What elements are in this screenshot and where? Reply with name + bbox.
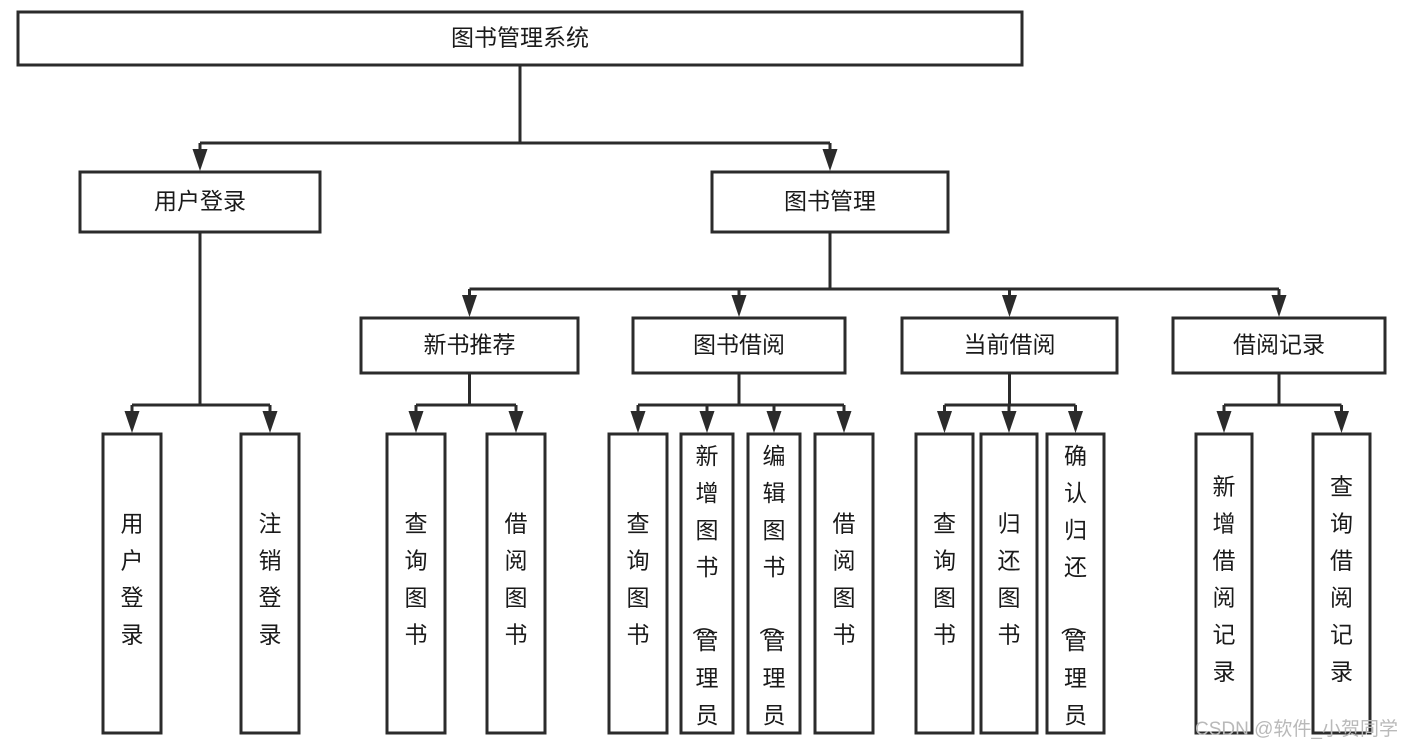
arrow-head-icon <box>766 411 782 433</box>
node-l3-user-login[interactable]: 用户登录 <box>101 432 163 735</box>
node-l1-book-mgmt[interactable]: 图书管理 <box>710 170 950 234</box>
node-label: 新书推荐 <box>424 332 516 358</box>
node-box <box>914 432 975 735</box>
connector-layer <box>124 65 1349 433</box>
arrow-head-icon <box>836 411 852 433</box>
node-label: 注销登录 <box>259 511 282 648</box>
node-box <box>385 432 447 735</box>
node-l2-borrow-record[interactable]: 借阅记录 <box>1171 316 1387 375</box>
node-root[interactable]: 图书管理系统 <box>16 10 1024 67</box>
node-box <box>679 432 735 735</box>
connector-group <box>937 373 1083 433</box>
node-label: 当前借阅 <box>964 332 1056 358</box>
arrow-head-icon <box>731 295 747 317</box>
node-l3-borrow-book-b[interactable]: 借阅图书 <box>813 432 875 735</box>
node-label: 用户登录 <box>154 188 246 214</box>
node-label: 用户登录 <box>121 511 144 648</box>
node-label: 查询图书 <box>933 511 956 648</box>
node-label: 图书借阅 <box>693 332 785 358</box>
arrow-head-icon <box>1001 411 1017 433</box>
node-label: 归还图书 <box>998 511 1021 648</box>
node-l3-borrow-book-a[interactable]: 借阅图书 <box>485 432 547 735</box>
node-l3-confirm-return[interactable]: 确认归还（管理员） <box>1045 432 1106 747</box>
node-box <box>900 316 1119 375</box>
arrow-head-icon <box>937 411 952 433</box>
node-l3-query-book-c[interactable]: 查询图书 <box>914 432 975 735</box>
node-label: 查询图书 <box>627 511 650 648</box>
node-box <box>1171 316 1387 375</box>
node-label: 查询图书 <box>405 511 428 648</box>
node-box <box>1194 432 1254 735</box>
arrow-head-icon <box>1271 295 1287 317</box>
node-box <box>359 316 580 375</box>
node-label: 借阅记录 <box>1233 332 1325 358</box>
node-box <box>746 432 802 735</box>
node-l1-user-login[interactable]: 用户登录 <box>78 170 322 234</box>
node-label: 新增借阅记录 <box>1213 474 1236 685</box>
node-box <box>78 170 322 234</box>
arrow-head-icon <box>408 411 424 433</box>
node-label: 借阅图书 <box>505 511 528 648</box>
connector-group <box>462 232 1287 317</box>
node-label: 查询借阅记录 <box>1330 474 1353 685</box>
node-label: 图书管理 <box>784 188 876 214</box>
node-box <box>1045 432 1106 735</box>
connector-group <box>192 65 838 171</box>
node-l3-query-book-a[interactable]: 查询图书 <box>385 432 447 735</box>
node-box <box>607 432 669 735</box>
node-l2-book-borrow[interactable]: 图书借阅 <box>631 316 847 375</box>
node-l3-edit-book[interactable]: 编辑图书（管理员） <box>746 432 802 747</box>
node-l2-current-borrow[interactable]: 当前借阅 <box>900 316 1119 375</box>
csdn-watermark: CSDN @软件_小贺同学 <box>1195 718 1398 740</box>
node-layer: 图书管理系统用户登录图书管理新书推荐图书借阅当前借阅借阅记录用户登录注销登录查询… <box>16 10 1387 747</box>
node-box <box>1311 432 1372 735</box>
node-box <box>16 10 1024 67</box>
node-l3-query-record[interactable]: 查询借阅记录 <box>1311 432 1372 735</box>
node-label: 确认归还（管理员） <box>1059 443 1087 747</box>
node-l3-logout[interactable]: 注销登录 <box>239 432 301 735</box>
arrow-head-icon <box>822 149 838 171</box>
arrow-head-icon <box>1002 295 1017 317</box>
connector-group <box>1216 373 1349 433</box>
node-box <box>710 170 950 234</box>
arrow-head-icon <box>262 411 278 433</box>
arrow-head-icon <box>192 149 208 171</box>
node-l3-add-record[interactable]: 新增借阅记录 <box>1194 432 1254 735</box>
node-l2-new-book-rec[interactable]: 新书推荐 <box>359 316 580 375</box>
arrow-head-icon <box>1216 411 1232 433</box>
arrow-head-icon <box>124 411 140 433</box>
node-box <box>813 432 875 735</box>
arrow-head-icon <box>1334 411 1349 433</box>
node-label: 借阅图书 <box>833 511 856 648</box>
arrow-head-icon <box>462 295 477 317</box>
node-label: 图书管理系统 <box>451 25 589 51</box>
node-l3-return-book[interactable]: 归还图书 <box>979 432 1039 735</box>
node-box <box>101 432 163 735</box>
connector-group <box>408 373 524 433</box>
node-l3-add-book[interactable]: 新增图书（管理员） <box>679 432 735 747</box>
node-box <box>631 316 847 375</box>
arrow-head-icon <box>1068 411 1083 433</box>
node-box <box>979 432 1039 735</box>
arrow-head-icon <box>508 411 524 433</box>
node-box <box>239 432 301 735</box>
node-box <box>485 432 547 735</box>
connector-group <box>630 373 852 433</box>
node-label: 编辑图书（管理员） <box>758 443 786 747</box>
connector-group <box>124 232 278 433</box>
arrow-head-icon <box>699 411 715 433</box>
node-l3-query-book-b[interactable]: 查询图书 <box>607 432 669 735</box>
arrow-head-icon <box>630 411 646 433</box>
node-label: 新增图书（管理员） <box>691 443 719 747</box>
